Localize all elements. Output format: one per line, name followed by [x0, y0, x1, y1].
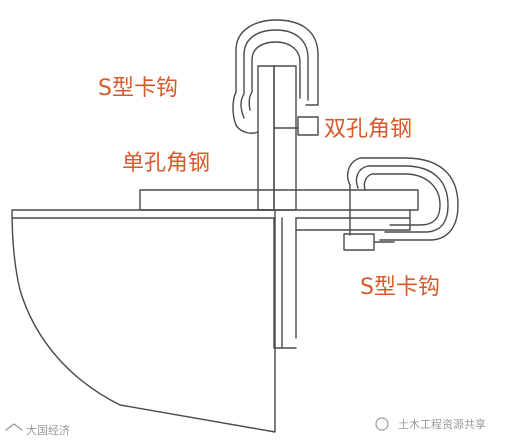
- watermark-right-text: 土木工程资源共享: [398, 417, 486, 431]
- watermark-right: 土木工程资源共享: [375, 417, 486, 431]
- watermark-left: 大国经济: [5, 423, 70, 437]
- vertical-angle-steel: [257, 65, 297, 349]
- label-s-hook-top: S型卡钩: [98, 76, 178, 101]
- label-double-hole-angle: 双孔角钢: [324, 117, 412, 142]
- label-s-hook-bottom: S型卡钩: [360, 275, 440, 300]
- s-hook-bottom: [343, 157, 459, 251]
- s-hook-top: [232, 19, 319, 136]
- horizontal-angle-steel: [139, 189, 419, 231]
- label-single-hole-angle: 单孔角钢: [122, 151, 210, 176]
- watermark-left-text: 大国经济: [26, 423, 70, 437]
- hull-body: [11, 209, 276, 433]
